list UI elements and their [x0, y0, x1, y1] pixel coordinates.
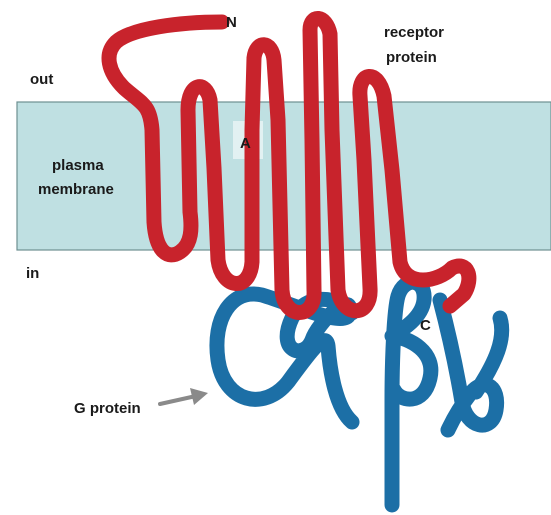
site-a-label: A — [240, 135, 251, 152]
receptor-label-line1: receptor — [384, 24, 444, 41]
membrane-label-line2: membrane — [38, 181, 114, 198]
out-label: out — [30, 71, 53, 88]
n-terminus-label: N — [226, 14, 237, 31]
c-terminus-label: C — [420, 317, 431, 334]
in-label: in — [26, 265, 39, 282]
arrowhead-icon — [190, 388, 208, 405]
g-protein-arrow — [160, 388, 208, 405]
membrane-label-line1: plasma — [52, 157, 104, 174]
receptor-label-line2: protein — [386, 49, 437, 66]
beta-subunit — [392, 282, 431, 505]
gamma-subunit — [440, 300, 502, 430]
g-protein-label: G protein — [74, 400, 141, 417]
